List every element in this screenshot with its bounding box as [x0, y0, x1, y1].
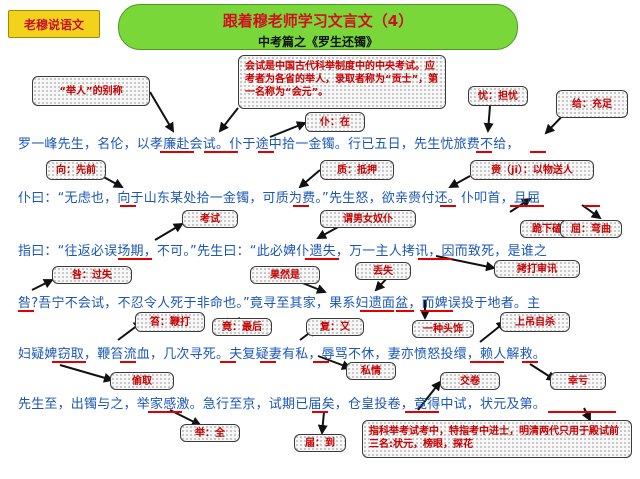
underline-koushou — [510, 205, 544, 207]
underline-qiequ — [52, 361, 86, 363]
note-touhuan: 上吊自杀 — [500, 312, 570, 332]
text-line-6: 先生至，出镯与之，举家感激。急行至京，试期已届矣，仓皇投卷，竟得中试，状元及第。 — [18, 397, 547, 412]
underline-jie — [312, 411, 328, 413]
note-jie: 届：到 — [294, 434, 346, 452]
lesson-subtitle: 中考篇之《罗生还镯》 — [257, 35, 378, 49]
note-kaoxun: 拷打审讯 — [494, 260, 580, 278]
underline-yi — [396, 310, 414, 312]
note-yi: 丢失 — [355, 262, 411, 280]
underline-mianpen — [421, 310, 453, 312]
note-binpu: 谓男女奴仆 — [320, 210, 416, 228]
underline-juan — [405, 411, 439, 413]
underline-lai — [522, 361, 538, 363]
underline-touhuan — [470, 361, 504, 363]
note-fu: 复：又 — [306, 318, 364, 336]
note-changqi: 考试 — [182, 210, 238, 228]
underline-jiu — [18, 310, 34, 312]
note-you: 忧：担忧 — [468, 86, 528, 106]
underline-gei — [530, 151, 546, 153]
note-jiu: 咎：过失 — [52, 266, 132, 284]
text-line-3: 指曰：“往返必误场期，不可。”先生曰：“此必婢仆遗失，万一主人拷讯，因而致死，是… — [18, 244, 548, 259]
underline-xiaolian — [160, 151, 194, 153]
note-mianpen: 一种头饰 — [412, 320, 474, 338]
note-qu: 屈：弯曲 — [560, 220, 622, 238]
underline-si — [313, 361, 329, 363]
underline-xiang — [120, 205, 136, 207]
note-xiang: 向：先前 — [46, 160, 106, 180]
underline-jujia — [148, 411, 182, 413]
underline-chi — [120, 361, 136, 363]
text-line-4: 咎?吾宁不会试，不忍令人死于非命也。”竟寻至其家，果系妇遗面盆，而婢误投于地者。… — [18, 296, 541, 311]
underline-zhuangyuan — [548, 411, 616, 413]
note-lai: 幸亏 — [550, 372, 606, 390]
note-jing: 竟：最后 — [212, 318, 272, 336]
note-jujia: 举：全 — [180, 424, 240, 442]
text-line-5: 妇疑婢窃取，鞭笞流血，几次寻死。夫复疑妻有私，辱骂不休，妻亦愤怒投缳，赖人解救。 — [18, 347, 547, 362]
channel-badge: 老穆说语文 — [8, 10, 100, 38]
note-juan: 交卷 — [440, 372, 500, 390]
note-zhi: 质：抵押 — [320, 160, 394, 180]
underline-guoxi — [360, 310, 394, 312]
note-qiequ: 偷取 — [110, 372, 174, 390]
underline-huishi — [204, 151, 238, 153]
underline-kaoxun — [418, 258, 452, 260]
underline-you — [476, 151, 492, 153]
note-ji: 赍（jī）：以物送人 — [470, 160, 594, 180]
title-banner: 跟着穆老师学习文言文（4） 中考篇之《罗生还镯》 — [118, 4, 518, 50]
underline-yu — [258, 151, 274, 153]
underline-ji — [440, 205, 456, 207]
underline-jing — [220, 361, 236, 363]
note-zhuangyuan: 指科举考试考中，特指考中进士，明清两代只用于殿试前三名:状元，榜眼，探花 — [362, 420, 632, 458]
underline-fu — [260, 361, 276, 363]
text-line-1: 罗一峰先生，名伦，以孝廉赴会试。仆于途中拾一金镯。行已五日，先生忧旅费不给， — [18, 137, 520, 152]
note-si: 私情 — [346, 362, 396, 380]
underline-changqi — [118, 258, 152, 260]
note-pu: 仆：在 — [305, 112, 365, 132]
note-chi: 笞：鞭打 — [135, 312, 205, 332]
lesson-title: 跟着穆老师学习文言文（4） — [222, 12, 414, 30]
underline-binpu — [305, 258, 339, 260]
underline-qu — [584, 205, 600, 207]
note-juren: “举人”的别称 — [32, 76, 150, 106]
note-huishi: 会试是中国古代科举制度中的中央考试。应考者为各省的举人，录取者称为“贡士”，第一… — [238, 55, 446, 109]
note-guoxi: 果然是 — [250, 266, 320, 284]
text-line-2: 仆曰：“无虑也，向于山东某处拾一金镯，可质为费。”先生怒，欲亲赍付还。仆叩首，且… — [18, 191, 541, 206]
underline-zhi — [293, 205, 309, 207]
note-gei: 给：充足 — [556, 90, 628, 118]
